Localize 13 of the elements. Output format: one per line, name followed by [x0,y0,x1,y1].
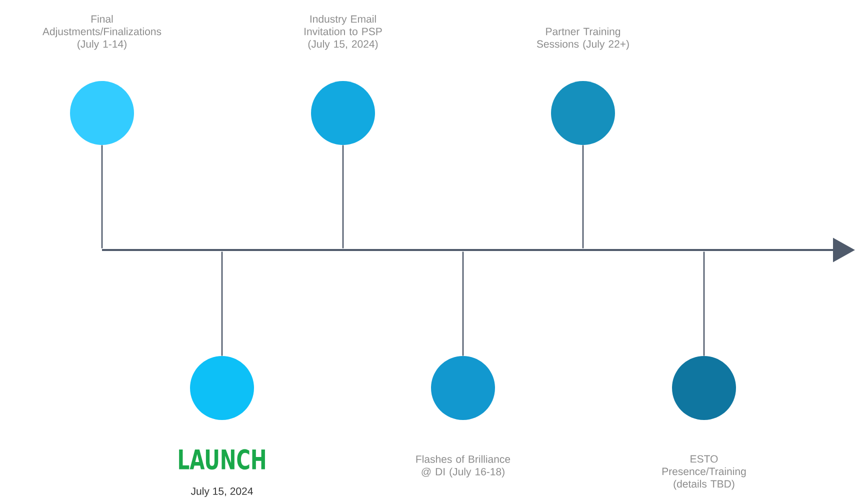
milestone-label: Final Adjustments/Finalizations (July 1-14) [42,15,162,50]
connector-line [101,145,103,248]
milestone-heading: LAUNCH [179,449,265,470]
connector-line [342,145,344,248]
milestone-label: ESTO Presence/Training (details TBD) [662,455,746,490]
connector-line [462,252,464,356]
connector-line [221,252,223,356]
milestone-label: Partner Training Sessions (July 22+) [536,28,629,50]
milestone-date: July 15, 2024 [190,487,253,497]
milestone-label: Flashes of Brilliance @ DI (July 16-18) [416,455,510,478]
connector-line [582,145,584,248]
connector-line [703,252,705,356]
milestone-label: Industry Email Invitation to PSP (July 15, 2024) [304,15,382,50]
